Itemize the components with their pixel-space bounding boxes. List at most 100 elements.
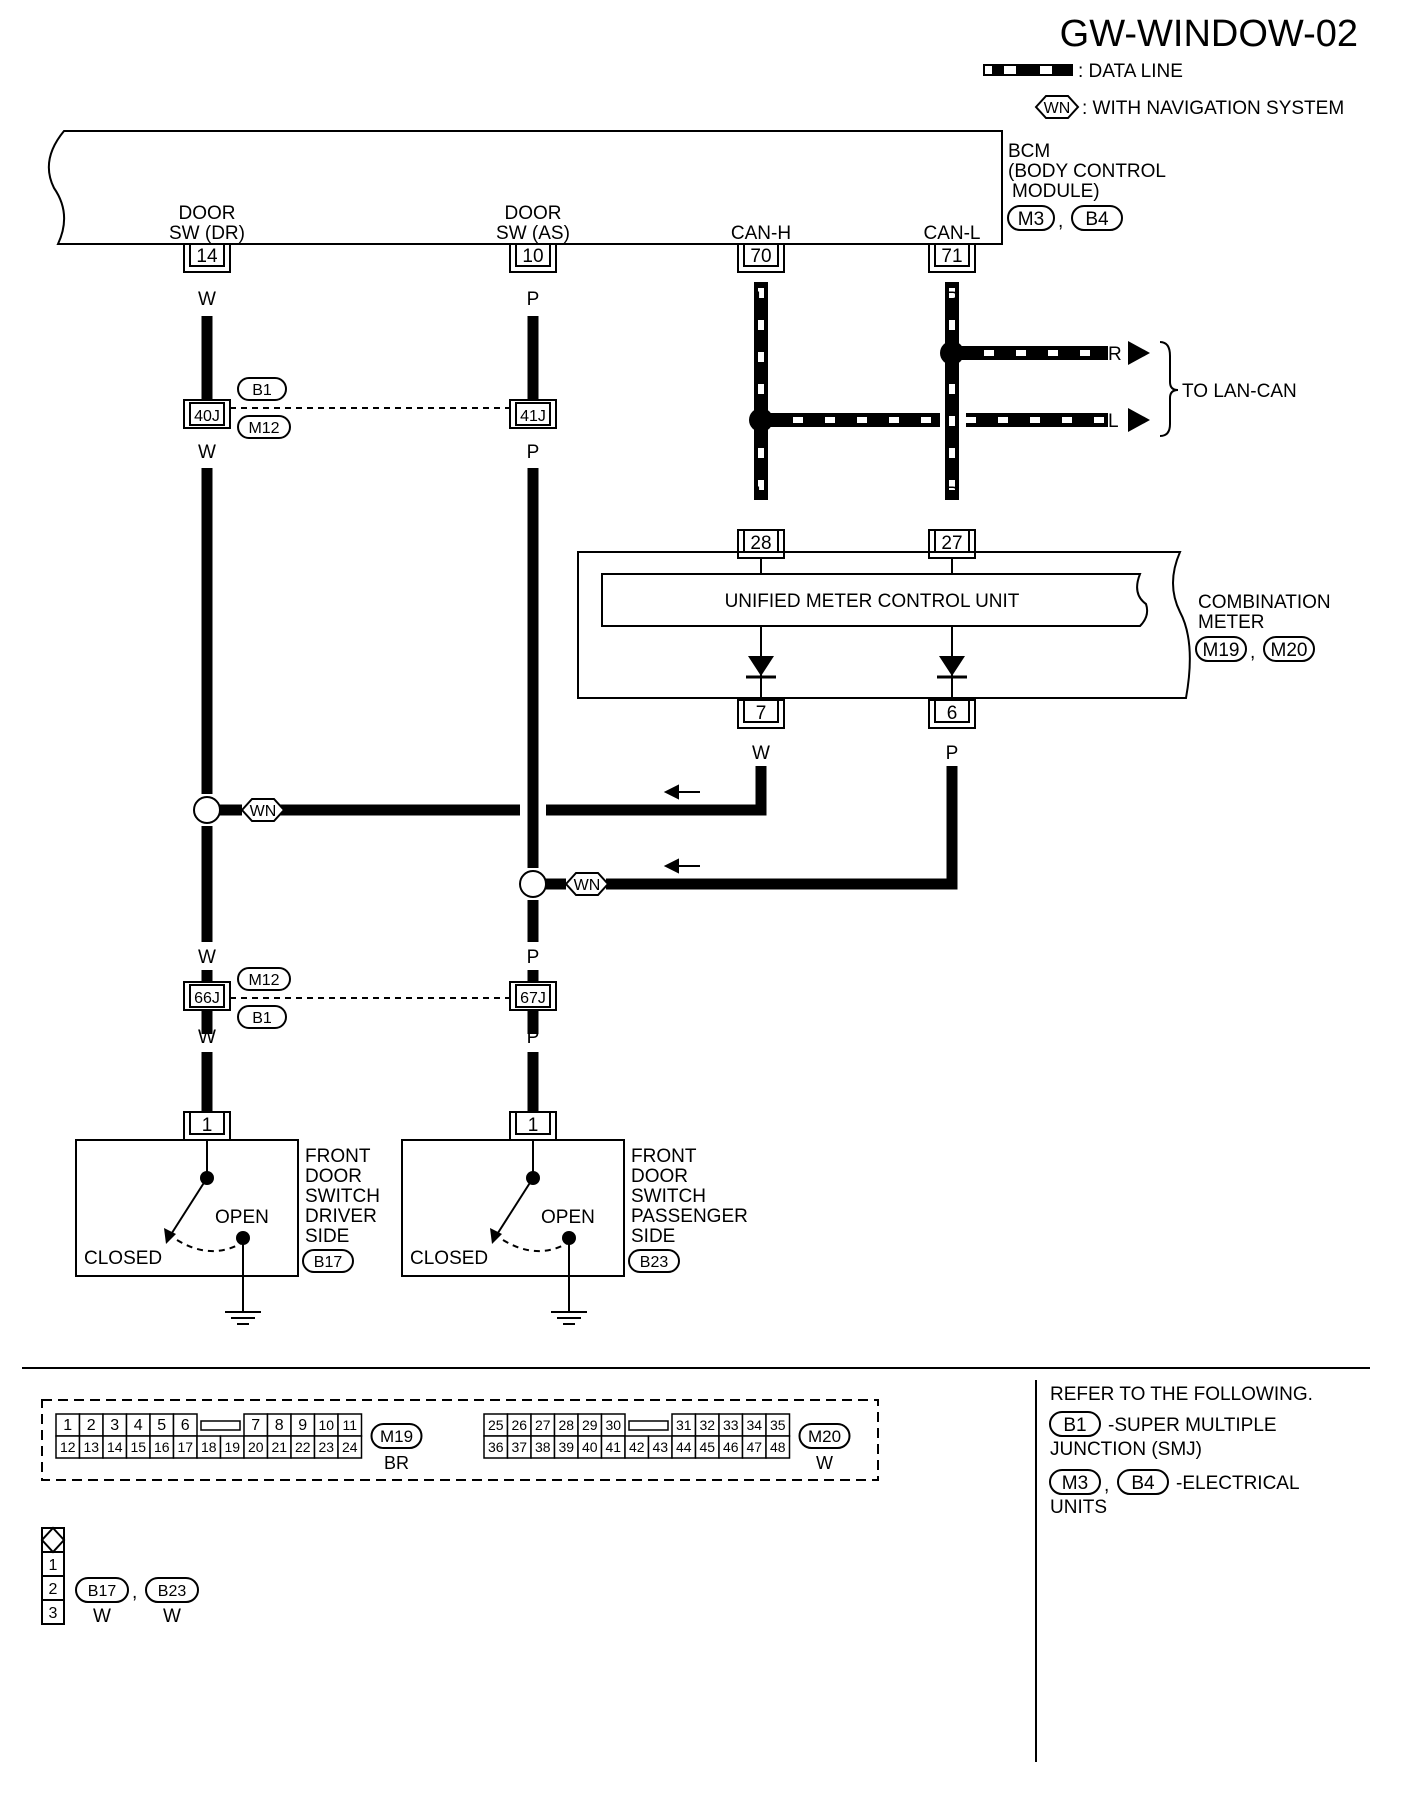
splice-can-h xyxy=(749,408,773,432)
connector-id: M19 xyxy=(380,1427,413,1446)
diode-icon xyxy=(939,656,965,676)
can-l-data-line xyxy=(945,282,1108,500)
bcm-pin-can-l: CAN-L 71 xyxy=(923,223,981,273)
pin-number: 27 xyxy=(535,1417,551,1433)
pin-number: 40 xyxy=(582,1439,598,1455)
switch-open-label: OPEN xyxy=(215,1207,269,1228)
pin-number: 3 xyxy=(49,1605,58,1622)
wn-tag: WN xyxy=(250,803,277,820)
pin-number: 33 xyxy=(723,1417,739,1433)
pin-number: 30 xyxy=(605,1417,621,1433)
connector-b1: B1 xyxy=(252,382,272,399)
wire-color-p: P xyxy=(527,442,540,463)
pin-number: 43 xyxy=(652,1439,668,1455)
pin-number: 34 xyxy=(746,1417,762,1433)
lan-color-l: L xyxy=(1108,411,1119,432)
meter-name-1: COMBINATION xyxy=(1198,592,1331,613)
pin-number: 20 xyxy=(248,1439,264,1455)
pin-number: 8 xyxy=(275,1417,284,1434)
connector-m12: M12 xyxy=(248,972,279,989)
bcm-pin-label-2: CAN-H xyxy=(731,223,791,244)
switch-name: FRONT xyxy=(631,1146,697,1167)
refer-section: REFER TO THE FOLLOWING. B1 -SUPER MULTIP… xyxy=(1049,1384,1313,1518)
pin-number: 4 xyxy=(134,1417,143,1434)
pin-number: 41 xyxy=(605,1439,621,1455)
bcm-pin-number: 71 xyxy=(941,246,962,267)
wire-meter-pin6 xyxy=(606,766,958,890)
pin-number: 21 xyxy=(271,1439,287,1455)
junction-41j: 41J xyxy=(509,399,557,429)
page-title: GW-WINDOW-02 xyxy=(1060,13,1358,55)
switch-name: SIDE xyxy=(631,1226,675,1247)
switch-open-label: OPEN xyxy=(541,1207,595,1228)
legend-data-line-text: : DATA LINE xyxy=(1078,61,1183,82)
pin-number: 45 xyxy=(699,1439,715,1455)
legend-wn: WN : WITH NAVIGATION SYSTEM xyxy=(1034,95,1344,119)
refer-m3-text: -ELECTRICAL xyxy=(1176,1473,1300,1494)
pin-number: 48 xyxy=(770,1439,786,1455)
wn-splice-as: WN xyxy=(519,870,610,898)
meter-pin-7: 7 xyxy=(756,703,767,724)
wn-tag: WN xyxy=(574,877,601,894)
bcm-pin-label-1: DOOR xyxy=(179,203,236,224)
wire-color-w: W xyxy=(198,947,216,968)
bcm-pin-label-2: SW (AS) xyxy=(496,223,570,244)
bcm-pin-door-sw-as: DOOR SW (AS) 10 xyxy=(496,203,570,273)
refer-b4: B4 xyxy=(1131,1473,1155,1494)
pin-number: 19 xyxy=(224,1439,240,1455)
pin-number: 28 xyxy=(558,1417,574,1433)
junction-pin: 41J xyxy=(520,408,546,425)
bcm-conn-sep: , xyxy=(1058,211,1063,232)
refer-m3: M3 xyxy=(1062,1473,1088,1494)
pin-number: 1 xyxy=(63,1417,72,1434)
switch-pin: 1 xyxy=(202,1115,213,1136)
meter-pin-28: 28 xyxy=(750,533,771,554)
pin-number: 29 xyxy=(582,1417,598,1433)
pin-number: 15 xyxy=(130,1439,146,1455)
connector-sep: , xyxy=(132,1582,137,1603)
pin-number: 10 xyxy=(318,1417,334,1433)
pin-number: 26 xyxy=(511,1417,527,1433)
bcm-pin-label-1: DOOR xyxy=(505,203,562,224)
refer-b1-text: -SUPER MULTIPLE xyxy=(1108,1415,1277,1436)
junction-pin: 40J xyxy=(194,408,220,425)
refer-sep: , xyxy=(1104,1475,1109,1496)
switch-name: FRONT xyxy=(305,1146,371,1167)
connector-m12: M12 xyxy=(248,420,279,437)
pin-number: 39 xyxy=(558,1439,574,1455)
bcm-module: BCM (BODY CONTROL MODULE) M3 , B4 xyxy=(47,130,1166,245)
pin-number: 1 xyxy=(49,1557,58,1574)
connector-views-frame xyxy=(41,1399,879,1481)
front-door-switch-driver: 1 OPEN CLOSED FRONT DOOR SWITCH DRIVER S… xyxy=(75,1111,380,1325)
switch-name: SIDE xyxy=(305,1226,349,1247)
pin-number: 2 xyxy=(49,1581,58,1598)
bcm-name-2: (BODY CONTROL xyxy=(1008,161,1166,182)
connector-id-badge xyxy=(798,1423,851,1449)
wn-splice-dr: WN xyxy=(193,796,286,824)
connector-id-badge xyxy=(370,1423,423,1449)
bcm-name-1: BCM xyxy=(1008,141,1050,162)
refer-m3-text2: UNITS xyxy=(1050,1497,1107,1518)
pin-number: 12 xyxy=(60,1439,76,1455)
connector-id-b17: B17 xyxy=(88,1583,117,1600)
pin-number: 46 xyxy=(723,1439,739,1455)
switch-name: SWITCH xyxy=(305,1186,380,1207)
connector-id: M20 xyxy=(808,1427,841,1446)
wire-color-p: P xyxy=(527,289,540,310)
switch-connector-b17: B17 xyxy=(314,1254,343,1271)
legend-wn-tag: WN xyxy=(1044,100,1071,117)
pin-number: 18 xyxy=(201,1439,217,1455)
unified-meter-control-unit: UNIFIED METER CONTROL UNIT xyxy=(725,591,1020,612)
meter-pin-27: 27 xyxy=(941,533,962,554)
meter-conn-sep: , xyxy=(1250,642,1255,663)
connector-color: W xyxy=(93,1606,111,1627)
connector-key xyxy=(628,1420,669,1431)
pin-number: 9 xyxy=(298,1417,307,1434)
pin-number: 11 xyxy=(342,1417,357,1433)
pin-cell xyxy=(337,1435,363,1459)
pin-number: 5 xyxy=(157,1417,166,1434)
wire-color-w: W xyxy=(752,743,770,764)
lan-can-label: TO LAN-CAN xyxy=(1182,381,1297,402)
pin-number: 37 xyxy=(511,1439,527,1455)
